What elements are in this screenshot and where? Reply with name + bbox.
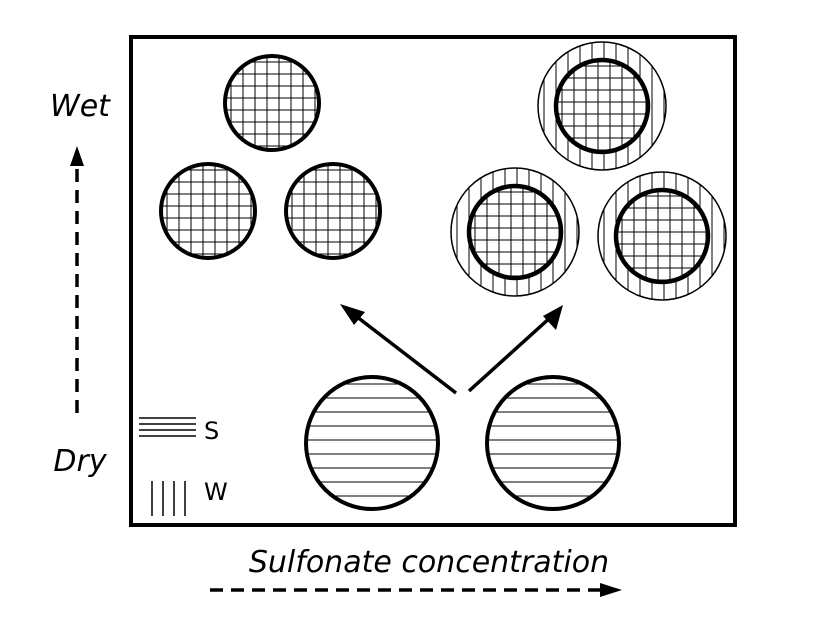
- core-shell-sphere-left: [450, 167, 580, 297]
- y-axis-bottom-label: Dry: [53, 444, 107, 479]
- legend-swatch-s: [139, 417, 196, 437]
- wet-sphere-top: [223, 54, 321, 152]
- core-shell-sphere-top: [537, 41, 667, 171]
- core-shell-sphere-right: [597, 171, 727, 301]
- s-sphere-right: [485, 375, 621, 511]
- diagram-frame: [129, 35, 737, 527]
- s-sphere-left: [304, 375, 440, 511]
- arrow-to-high-sulfonate: [467, 305, 563, 393]
- legend-label-s: S: [204, 417, 219, 445]
- y-axis-top-label: Wet: [50, 89, 111, 124]
- legend: S W: [139, 417, 228, 516]
- y-axis-dashed-arrow: [70, 146, 84, 413]
- x-axis-dashed-arrow: [210, 583, 622, 597]
- legend-swatch-w: [151, 481, 186, 516]
- legend-label-w: W: [204, 478, 228, 506]
- wet-sphere-right: [284, 162, 382, 260]
- x-axis-label: Sulfonate concentration: [249, 545, 609, 580]
- arrow-to-low-sulfonate: [340, 304, 458, 395]
- wet-sphere-left: [159, 162, 257, 260]
